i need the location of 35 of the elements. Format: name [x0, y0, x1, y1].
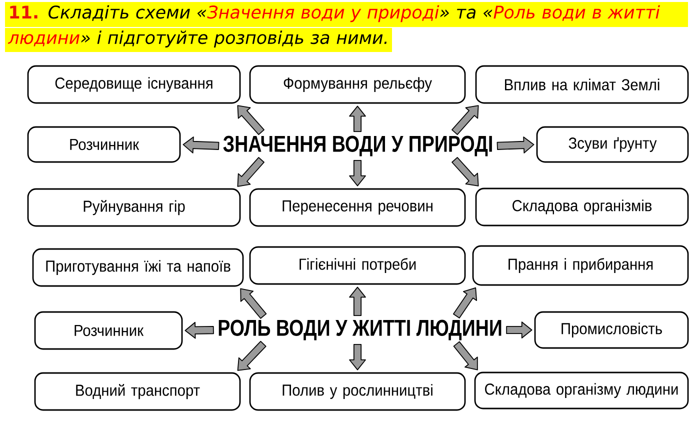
rounded-box: Розчинник: [27, 126, 181, 163]
rounded-box: Зсуви ґрунту: [536, 126, 689, 163]
rounded-box: Прання і прибирання: [472, 245, 689, 286]
rounded-box: Перенесення речовин: [249, 188, 466, 227]
block-arrow: [453, 341, 478, 370]
rounded-box: Водний транспорт: [34, 372, 241, 411]
block-arrow: [349, 160, 366, 186]
block-arrow: [496, 136, 534, 154]
rounded-box: Вплив на клімат Землі: [475, 65, 689, 104]
block-arrow: [237, 157, 264, 187]
rounded-box: Формування рельєфу: [249, 65, 466, 104]
block-arrow: [453, 287, 478, 318]
rounded-box: Гігієнічні потреби: [249, 246, 466, 285]
rounded-box: Середовище існування: [27, 65, 241, 104]
rounded-box: Руйнування гір: [27, 188, 241, 227]
block-arrow: [184, 322, 214, 339]
rounded-box: Полив у рослинництві: [249, 372, 466, 411]
block-arrow: [349, 286, 366, 316]
diagram-heading: РОЛЬ ВОДИ У ЖИТТІ ЛЮДИНИ: [218, 320, 502, 340]
block-arrow: [237, 340, 266, 371]
block-arrow: [237, 105, 264, 135]
block-arrow: [240, 288, 267, 319]
block-arrow: [349, 344, 366, 370]
rounded-box: Складова організмів: [475, 188, 689, 226]
block-arrow: [349, 106, 366, 132]
block-arrow: [182, 136, 220, 154]
block-arrow: [452, 105, 479, 135]
heading: 11. Складіть схеми «Значення води у природі» та «Роль води в житті людини» і підготуйте розповідь за ними.: [5, 2, 688, 52]
rounded-box: Складова організму людини: [474, 372, 689, 410]
rounded-box: Приготування їжі та напоїв: [32, 248, 244, 287]
diagram-heading: ЗНАЧЕННЯ ВОДИ У ПРИРОДІ: [223, 136, 492, 156]
block-arrow: [506, 322, 532, 338]
block-arrow: [452, 156, 479, 186]
rounded-box: Розчинник: [34, 311, 183, 350]
rounded-box: Промисловість: [534, 311, 689, 349]
